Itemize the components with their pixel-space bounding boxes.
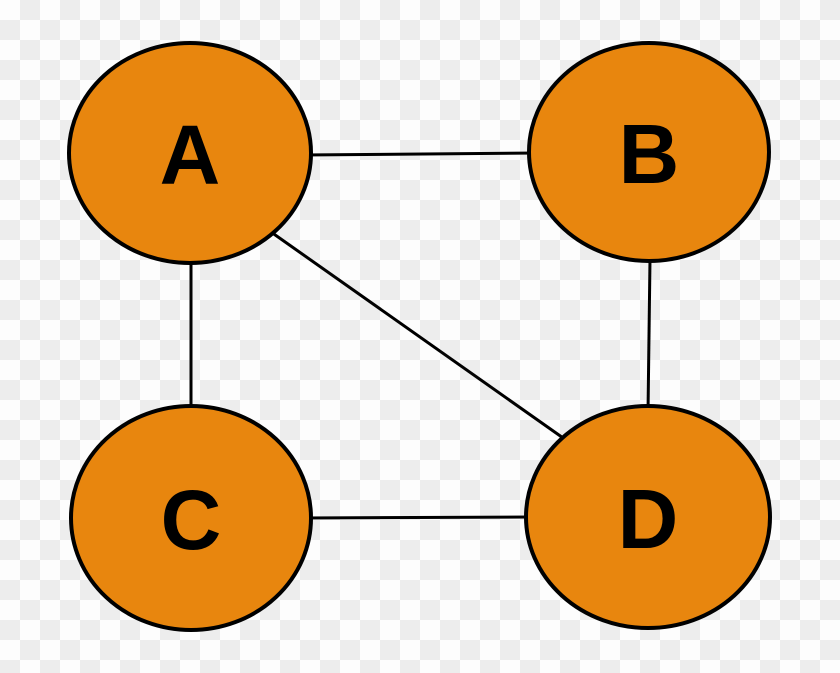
node-c-label: C <box>161 473 222 567</box>
node-a-label: A <box>160 108 221 202</box>
node-b-ellipse <box>527 41 771 263</box>
edge-c-d <box>302 515 533 520</box>
node-d-label: D <box>618 472 679 566</box>
edge-a-d <box>270 230 567 442</box>
node-d-ellipse <box>524 404 772 630</box>
node-b-label: B <box>619 107 680 201</box>
edge-b-d <box>646 258 652 414</box>
edge-a-b <box>301 151 539 157</box>
node-c-ellipse <box>69 404 313 632</box>
node-a-ellipse <box>67 41 313 265</box>
